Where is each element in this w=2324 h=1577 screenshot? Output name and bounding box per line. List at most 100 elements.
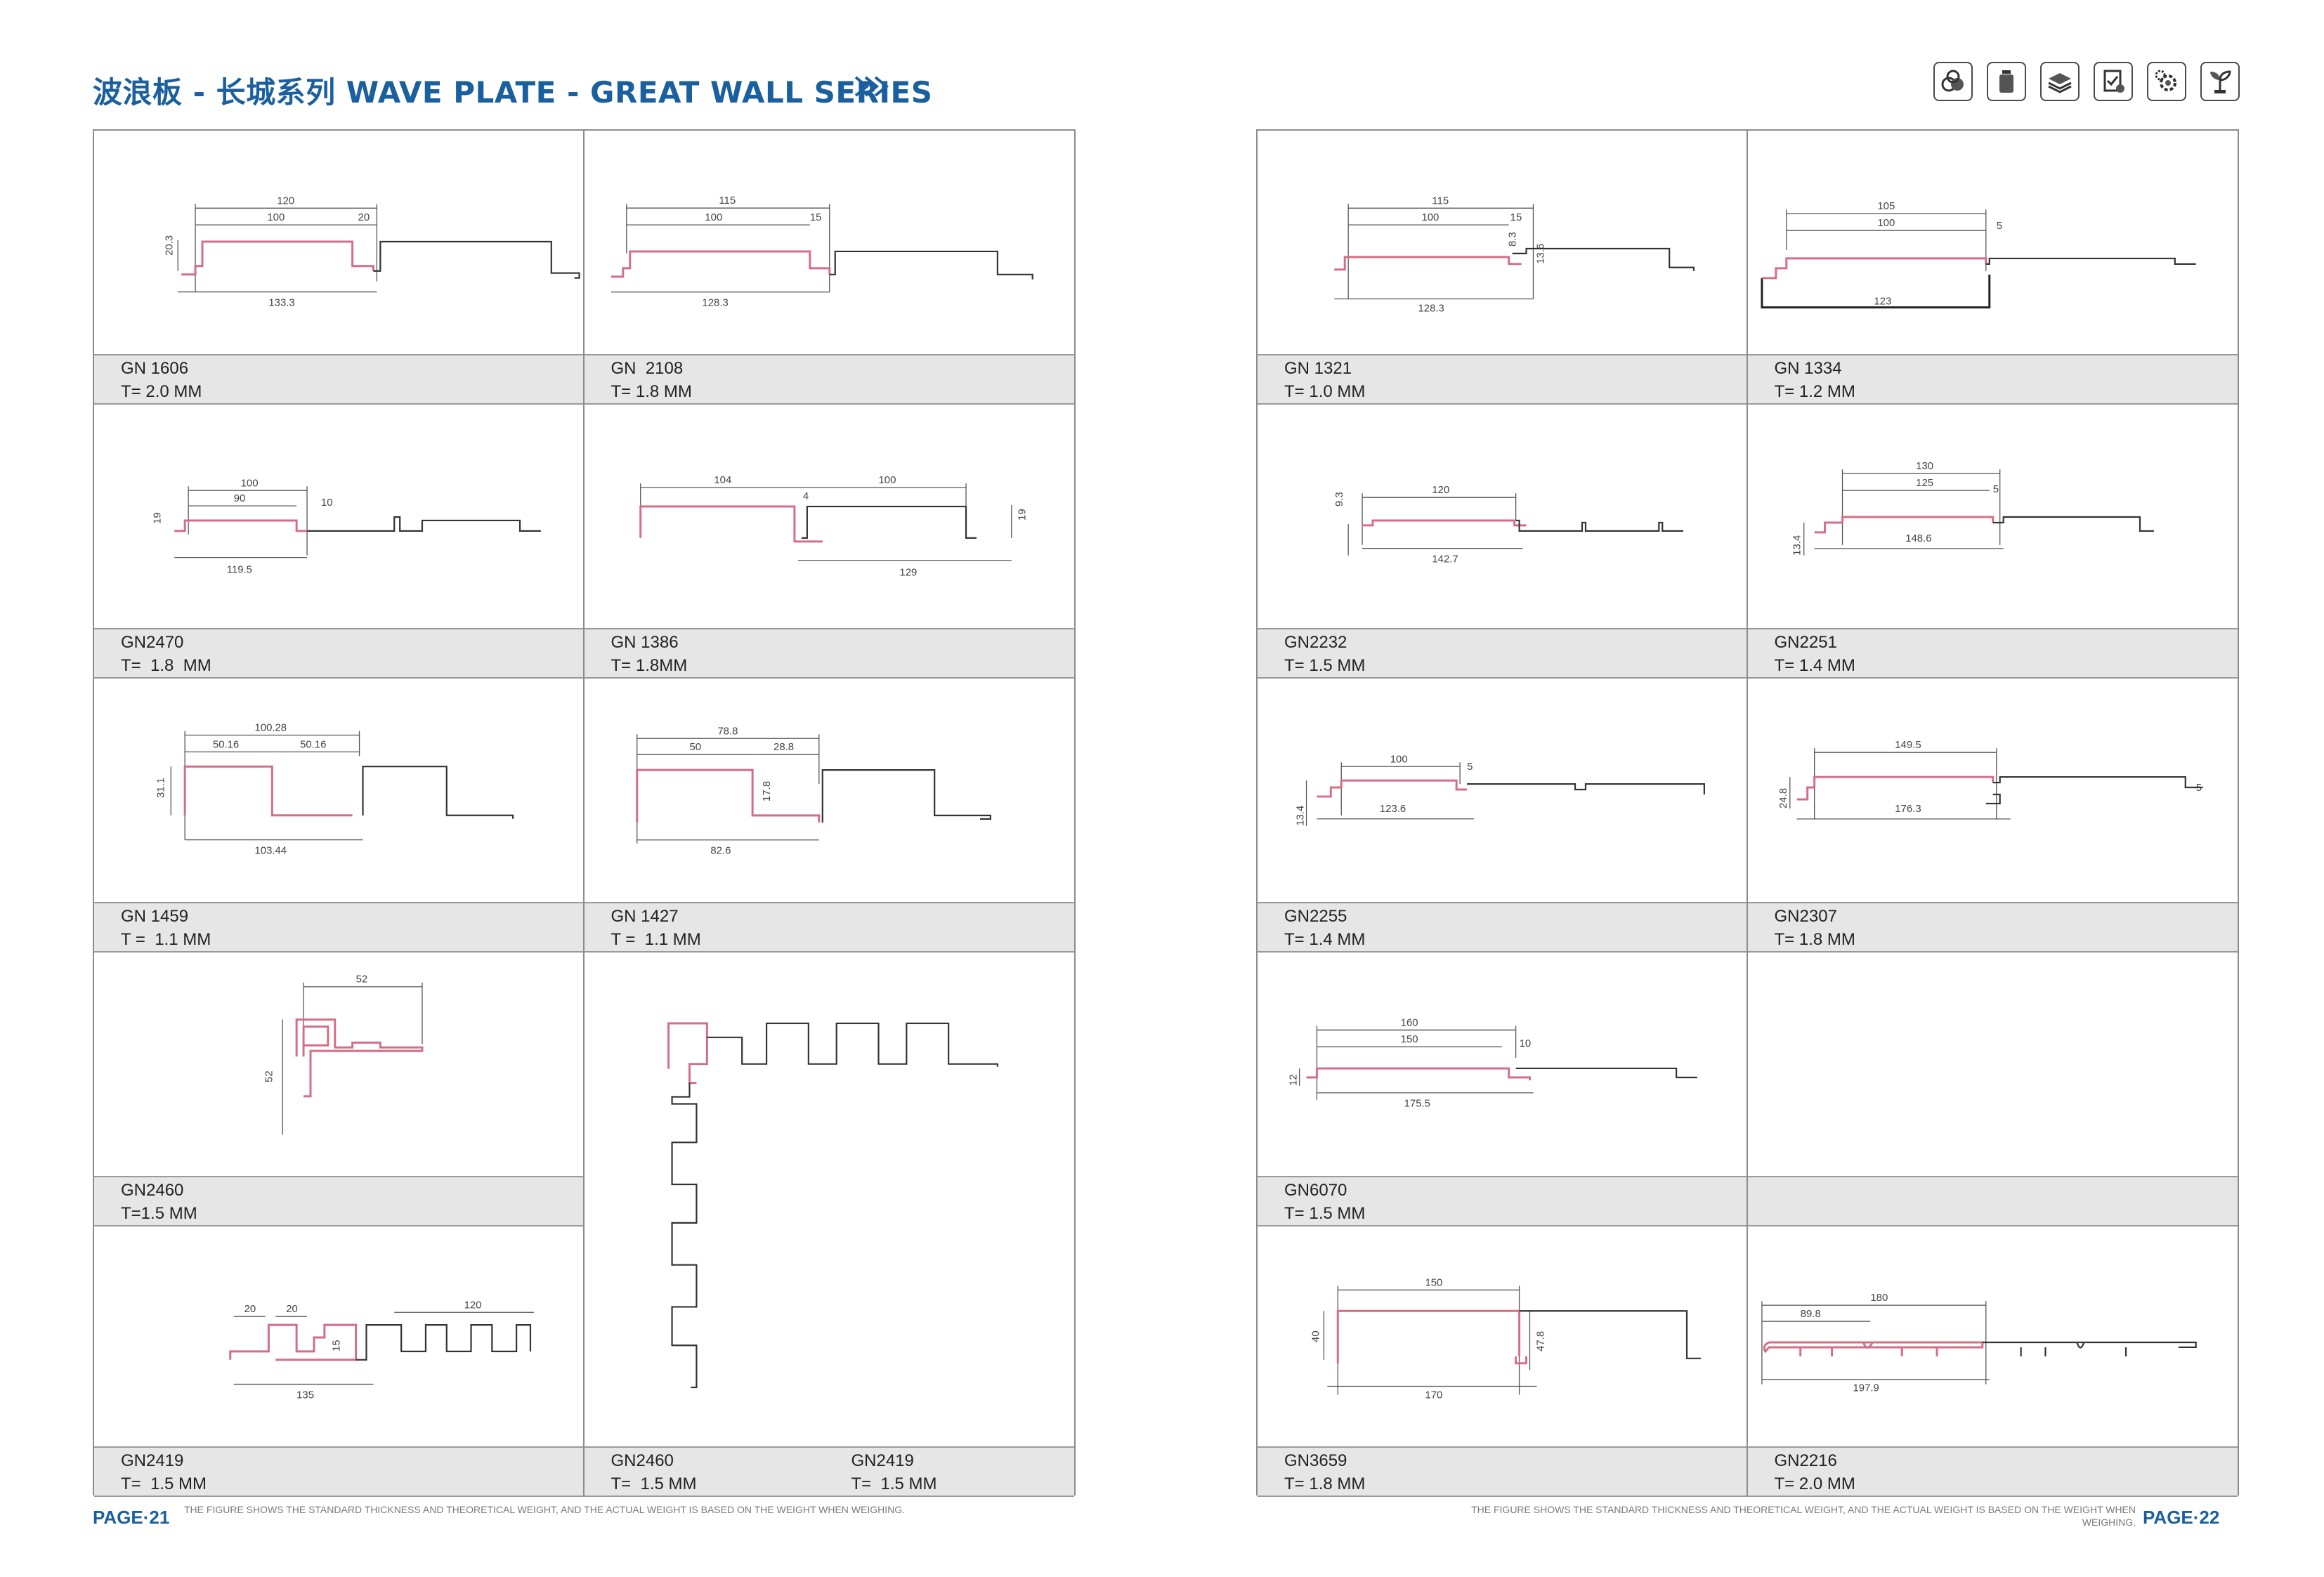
svg-text:17.8: 17.8 xyxy=(761,781,773,801)
svg-text:82.6: 82.6 xyxy=(710,845,731,857)
profile-code: GN6070 xyxy=(1284,1181,1347,1200)
svg-text:175.5: 175.5 xyxy=(1404,1099,1430,1110)
profile-caption: GN 2108 T= 1.8 MM xyxy=(584,354,1074,405)
profile-thickness: T= 1.5 MM xyxy=(1284,1204,1366,1223)
svg-text:197.9: 197.9 xyxy=(1853,1382,1879,1394)
profile-cell-empty xyxy=(1747,953,2238,1226)
profile-drawing xyxy=(584,953,1074,1446)
svg-text:20: 20 xyxy=(286,1304,298,1315)
svg-text:105: 105 xyxy=(1877,200,1895,212)
profile-code: GN2419 xyxy=(851,1451,914,1470)
svg-text:130: 130 xyxy=(1916,460,1933,472)
svg-text:120: 120 xyxy=(1432,485,1449,496)
svg-text:20.3: 20.3 xyxy=(164,235,175,256)
svg-text:100: 100 xyxy=(1421,212,1439,223)
footer-note-left: THE FIGURE SHOWS THE STANDARD THICKNESS … xyxy=(184,1504,906,1515)
svg-text:40: 40 xyxy=(1310,1330,1321,1342)
profile-caption-second: GN2419 T= 1.5 MM xyxy=(851,1449,937,1496)
double-chevron-right-icon xyxy=(854,76,889,97)
svg-text:15: 15 xyxy=(809,211,821,223)
svg-text:89.8: 89.8 xyxy=(1800,1308,1820,1320)
svg-text:19: 19 xyxy=(1016,509,1028,521)
profile-thickness: T= 1.5 MM xyxy=(121,1474,207,1493)
profile-thickness: T = 1.1 MM xyxy=(121,930,211,949)
page-number-right: PAGE·22 xyxy=(2143,1507,2220,1528)
profile-caption: GN2216 T= 2.0 MM xyxy=(1747,1446,2238,1497)
svg-text:119.5: 119.5 xyxy=(227,564,252,575)
profile-thickness: T=1.5 MM xyxy=(121,1204,197,1223)
svg-text:150: 150 xyxy=(1425,1277,1442,1288)
svg-text:180: 180 xyxy=(1870,1292,1888,1304)
svg-text:120: 120 xyxy=(464,1300,482,1311)
profile-thickness: T= 1.4 MM xyxy=(1774,656,1855,675)
svg-text:50.16: 50.16 xyxy=(300,739,326,750)
svg-text:100: 100 xyxy=(878,474,896,486)
svg-text:5: 5 xyxy=(1996,220,2002,232)
svg-text:13.4: 13.4 xyxy=(1295,806,1307,826)
svg-text:5: 5 xyxy=(1992,483,1998,495)
profile-code: GN 1334 xyxy=(1774,359,1842,378)
svg-text:13.6: 13.6 xyxy=(1535,244,1546,264)
svg-text:103.44: 103.44 xyxy=(255,845,287,856)
profile-caption: GN2470 T= 1.8 MM xyxy=(94,628,583,679)
profile-code: GN2307 xyxy=(1774,907,1837,926)
profile-code: GN3659 xyxy=(1284,1451,1347,1470)
svg-text:31.1: 31.1 xyxy=(155,778,167,798)
svg-text:52: 52 xyxy=(356,974,368,986)
profile-thickness: T= 1.8 MM xyxy=(121,656,211,675)
profile-code: GN2251 xyxy=(1774,633,1837,652)
svg-text:115: 115 xyxy=(1432,195,1449,207)
profile-cell-gn2216: 180 89.8 197.9 GN2216 T= 2.0 MM xyxy=(1747,1226,2238,1497)
svg-text:100: 100 xyxy=(1877,217,1895,229)
svg-text:28.8: 28.8 xyxy=(773,741,794,753)
profile-caption: GN2251 T= 1.4 MM xyxy=(1747,628,2238,679)
svg-text:142.7: 142.7 xyxy=(1432,554,1458,565)
svg-text:150: 150 xyxy=(1401,1034,1418,1045)
feature-icons xyxy=(1933,62,2240,101)
svg-text:128.3: 128.3 xyxy=(1418,303,1444,314)
svg-text:78.8: 78.8 xyxy=(717,725,738,737)
profile-caption: GN6070 T= 1.5 MM xyxy=(1258,1176,1747,1226)
profile-thickness: T= 1.8MM xyxy=(611,656,688,675)
profile-thickness: T= 1.8 MM xyxy=(1284,1474,1366,1493)
document-check-icon xyxy=(2094,62,2133,101)
profile-code: GN2460 xyxy=(611,1451,674,1470)
profile-thickness: T= 1.5 MM xyxy=(1284,656,1366,675)
profile-caption: GN2419 T= 1.5 MM xyxy=(94,1446,583,1497)
page-title: 波浪板 - 长城系列 WAVE PLATE - GREAT WALL SERIE… xyxy=(93,75,933,110)
profile-thickness: T= 2.0 MM xyxy=(121,382,202,401)
profile-code: GN 2108 xyxy=(611,359,684,378)
svg-text:125: 125 xyxy=(1916,477,1933,489)
svg-text:104: 104 xyxy=(714,474,731,486)
svg-text:12: 12 xyxy=(1288,1074,1300,1086)
profile-caption: GN 1459 T = 1.1 MM xyxy=(94,902,583,953)
svg-text:90: 90 xyxy=(234,493,246,504)
profile-caption: GN 1321 T= 1.0 MM xyxy=(1258,354,1747,405)
svg-text:100: 100 xyxy=(1390,754,1408,765)
svg-text:100: 100 xyxy=(705,211,722,223)
profile-thickness: T= 1.4 MM xyxy=(1284,930,1366,949)
svg-text:47.8: 47.8 xyxy=(1535,1331,1546,1352)
profile-code: GN2419 xyxy=(121,1451,184,1470)
svg-text:128.3: 128.3 xyxy=(702,297,728,309)
svg-text:149.5: 149.5 xyxy=(1895,739,1921,751)
svg-text:10: 10 xyxy=(1520,1038,1532,1049)
profile-drawing xyxy=(1747,953,2238,1176)
